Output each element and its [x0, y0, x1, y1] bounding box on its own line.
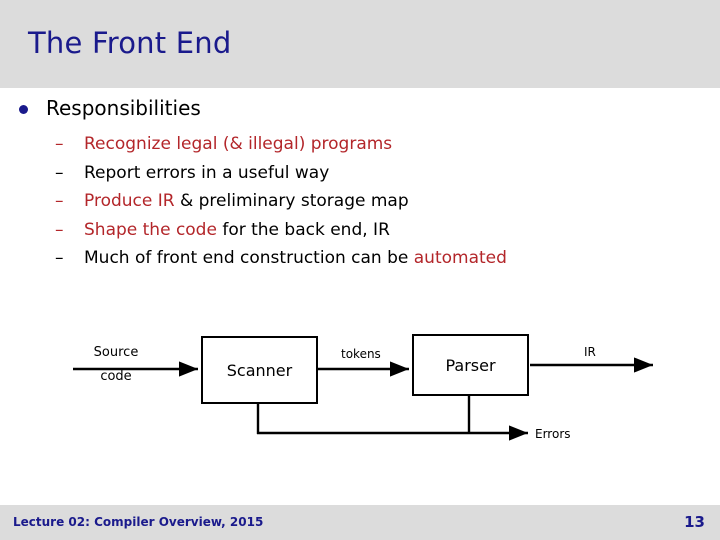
list-item: –Recognize legal (& illegal) programs [0, 130, 720, 159]
dash-marker-icon: – [55, 248, 64, 268]
list-item-label: Much of front end construction can be [84, 248, 414, 268]
diagram-label-source-code-line1: Source [93, 345, 139, 360]
list-item-label: & preliminary storage map [174, 191, 409, 211]
list-item: –Produce IR & preliminary storage map [0, 187, 720, 216]
bullet-dot-icon [19, 105, 28, 114]
header-band [0, 0, 720, 88]
list-item-label-emphasis: automated [413, 248, 507, 268]
list-item: –Report errors in a useful way [0, 159, 720, 188]
dash-marker-icon: – [55, 134, 64, 154]
page-title: The Front End [28, 26, 232, 60]
list-item: –Much of front end construction can be a… [0, 244, 720, 273]
list-item-label: Recognize legal (& illegal) programs [84, 134, 393, 154]
dash-marker-icon: – [55, 162, 64, 183]
diagram-label-tokens: tokens [341, 347, 381, 361]
diagram-node-parser: Parser [412, 334, 529, 396]
list-item-label-emphasis: Produce IR [84, 191, 175, 211]
list-item-responsibilities: Responsibilities [0, 96, 720, 122]
diagram-label-ir: IR [584, 345, 596, 359]
list-item: –Shape the code for the back end, IR [0, 216, 720, 245]
diagram-label-source-code-line2: code [100, 369, 132, 384]
footer-page-number: 13 [684, 513, 705, 531]
list-item-label: Report errors in a useful way [84, 162, 330, 183]
footer-band [0, 505, 720, 540]
dash-marker-icon: – [55, 219, 64, 240]
footer-lecture-label: Lecture 02: Compiler Overview, 2015 [13, 515, 264, 529]
dash-marker-icon: – [55, 191, 64, 211]
diagram-node-scanner: Scanner [201, 336, 318, 404]
list-item-label-emphasis: Shape the code [84, 219, 217, 240]
list-item-label: for the back end, IR [216, 219, 390, 240]
diagram-node-parser-label: Parser [445, 355, 496, 375]
content-bullet-list: Responsibilities –Recognize legal (& ill… [0, 96, 720, 273]
diagram-label-errors: Errors [535, 427, 571, 441]
list-item-label: Responsibilities [46, 96, 201, 120]
sub-bullet-list: –Recognize legal (& illegal) programs –R… [0, 130, 720, 273]
diagram-node-scanner-label: Scanner [226, 360, 293, 380]
